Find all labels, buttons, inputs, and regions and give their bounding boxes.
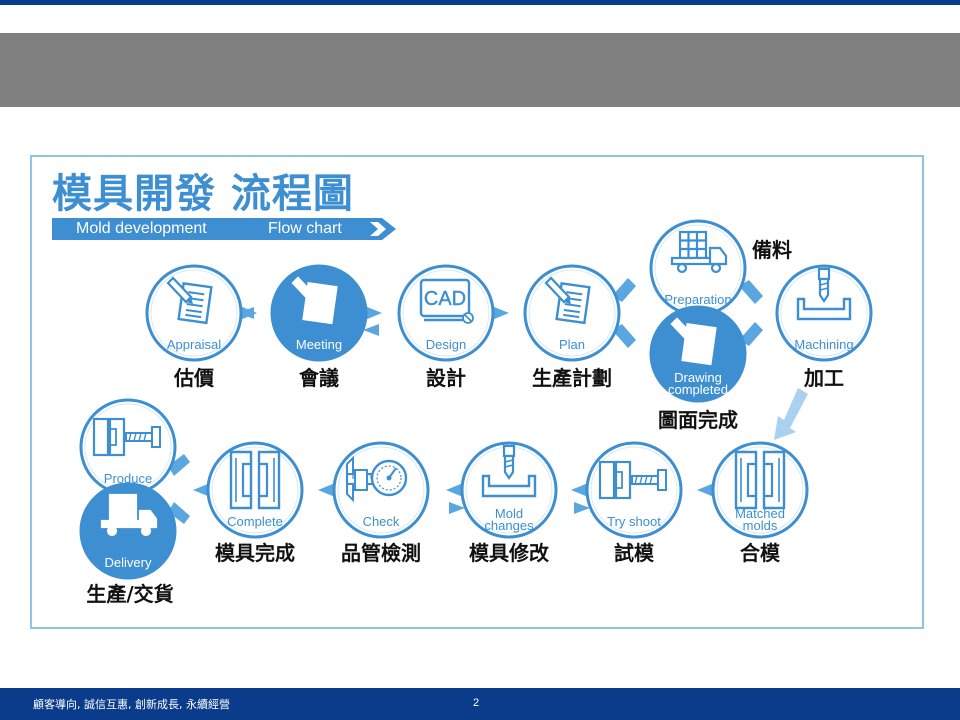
step-machining: Machining: [775, 264, 873, 362]
step-zh-label: 備料: [752, 238, 792, 262]
flow-arrow: [612, 324, 636, 348]
title-band: [0, 33, 960, 107]
title-banner: [52, 218, 396, 240]
banner-right-text: Flow chart: [268, 220, 342, 237]
step-zh-label: 圖面完成: [658, 408, 738, 432]
step-en-label: Preparation: [664, 292, 731, 307]
step-zh-label: 品管檢測: [341, 541, 421, 565]
flow-arrow: [238, 307, 254, 319]
step-en-label: Plan: [559, 337, 585, 352]
step-en-label: Matched: [735, 506, 785, 521]
flow-arrow: [363, 324, 379, 336]
step-delivery: Delivery: [79, 482, 177, 580]
step-preparation: Preparation: [649, 219, 747, 317]
step-zh-label: 設計: [426, 366, 466, 390]
step-en-label: Delivery: [105, 555, 152, 570]
diagram-title: 模具開發 流程圖: [52, 171, 354, 217]
step-en-label: Complete: [227, 514, 283, 529]
flow-arrow: [168, 502, 190, 524]
step-zh-label: 生產計劃: [532, 366, 612, 390]
step-meeting: Meeting: [270, 264, 368, 362]
step-design: Design: [397, 264, 495, 362]
flow-arrow: [612, 278, 636, 302]
step-zh-label: 加工: [804, 366, 844, 390]
step-en-label: changes: [484, 518, 534, 533]
step-zh-label: 模具修改: [469, 541, 549, 565]
step-circle: [79, 482, 177, 580]
step-en-label: Machining: [794, 337, 853, 352]
flow-arrow: [168, 454, 190, 476]
step-en-label: Check: [363, 514, 400, 529]
step-zh-label: 模具完成: [215, 541, 295, 565]
step-en-label: molds: [743, 518, 778, 533]
step-zh-label: 會議: [299, 366, 339, 390]
flow-arrow: [449, 502, 465, 514]
step-en-label: Try shoot: [607, 514, 661, 529]
page-number: 2: [473, 697, 480, 709]
step-plan: Plan: [523, 264, 621, 362]
footer-bar: [0, 688, 960, 720]
footer-motto: 顧客導向, 誠信互惠, 創新成長, 永續經營: [33, 698, 230, 711]
step-en-label: Design: [426, 337, 466, 352]
step-en-label: Meeting: [296, 337, 342, 352]
cad-monitor-icon: [419, 278, 475, 325]
step-zh-label: 估價: [174, 366, 214, 390]
step-complete: Complete: [206, 441, 304, 539]
flow-arrow: [739, 280, 763, 304]
top-rule: [0, 0, 960, 5]
step-en-label: completed: [668, 382, 728, 397]
step-en-label: Produce: [104, 471, 152, 486]
step-en-label: Drawing: [674, 370, 722, 385]
step-en-label: Appraisal: [167, 337, 221, 352]
step-en-label: Mold: [495, 506, 523, 521]
banner-left-text: Mold development: [76, 220, 207, 237]
step-appraisal: Appraisal: [145, 264, 243, 362]
step-zh-label: 生產/交貨: [86, 582, 174, 606]
step-check: Check: [332, 441, 430, 539]
step-zh-label: 試模: [614, 541, 654, 565]
flow-arrow: [739, 322, 763, 346]
step-zh-label: 合模: [740, 541, 780, 565]
flow-arrow: [574, 502, 590, 514]
step-tryshoot: Try shoot: [585, 441, 683, 539]
flow-arrow: [774, 388, 808, 440]
step-produce: Produce: [79, 398, 177, 496]
